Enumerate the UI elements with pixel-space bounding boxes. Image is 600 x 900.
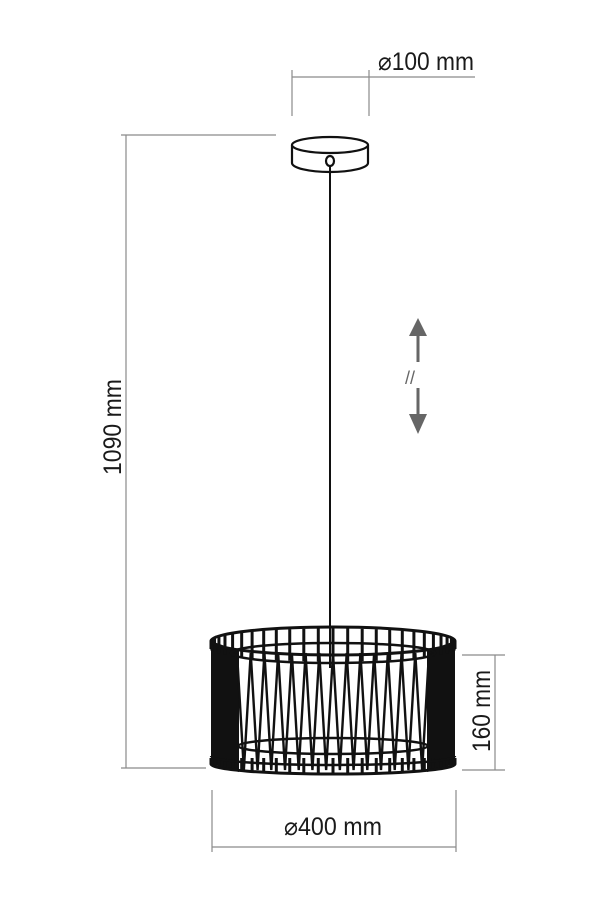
shade-strand: [263, 652, 280, 771]
shade-diameter-dimension: ⌀400 mm: [211, 790, 457, 852]
arrow-up-icon: [409, 318, 427, 336]
shade-strand: [290, 652, 307, 771]
shade-lower-band: [209, 755, 457, 767]
shade-right-side: [427, 641, 455, 772]
shade-top-ring: [209, 625, 457, 657]
shade-height-dimension: 160 mm: [462, 654, 505, 771]
shade-strand: [331, 652, 348, 771]
shade-inner-bottom-ring: [236, 736, 430, 756]
shade-strand: [414, 652, 431, 771]
canopy-diameter-label: ⌀100 mm: [378, 48, 474, 76]
total-height-dimension: 1090 mm: [99, 134, 276, 769]
shade-strand: [345, 652, 362, 771]
shade-strand: [359, 652, 376, 771]
arrow-down-icon: [409, 414, 427, 434]
shade-bottom-ring: [209, 763, 457, 776]
shade-strand: [304, 652, 321, 771]
shade-strand: [400, 652, 417, 771]
adjustable-symbol: //: [405, 368, 415, 388]
shade-inner-top-ring: [229, 641, 437, 665]
shade-strand: [372, 652, 390, 771]
shade-strand: [386, 652, 403, 771]
lamp-shade: [209, 625, 457, 776]
adjustable-height-arrows: //: [405, 318, 427, 434]
canopy-dimension: ⌀100 mm: [291, 48, 475, 116]
shade-strand: [318, 652, 335, 771]
shade-left-side: [211, 641, 239, 772]
shade-strand: [235, 652, 252, 771]
shade-diameter-label: ⌀400 mm: [284, 813, 382, 841]
shade-strand: [276, 652, 294, 771]
total-height-label: 1090 mm: [99, 379, 127, 475]
shade-strand: [249, 652, 266, 771]
shade-height-label: 160 mm: [468, 670, 496, 752]
